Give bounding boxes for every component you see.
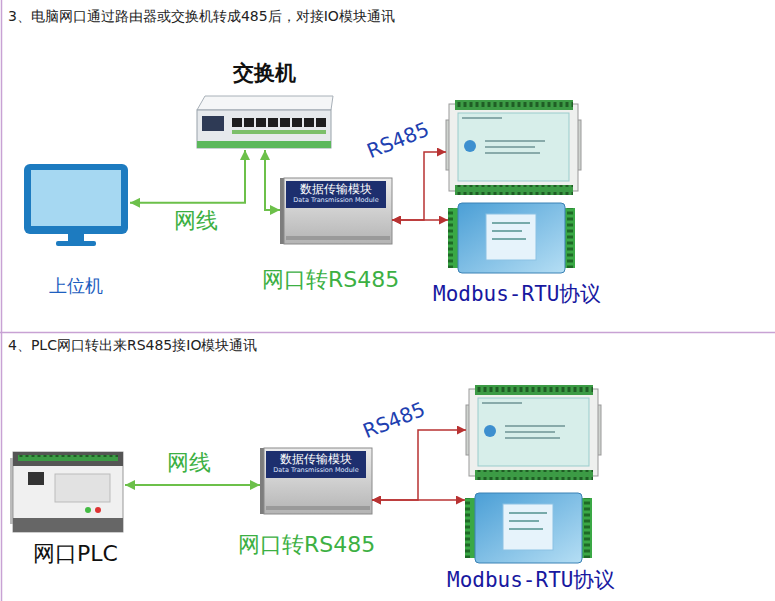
ethernet-rs485-converter: 数据传输模块Data Transmission Module网口转RS485 [280, 175, 392, 245]
converter-art [280, 178, 392, 244]
io-module-board [446, 100, 581, 195]
switch-top [197, 96, 333, 110]
device-caption: 网口转RS485 [262, 267, 399, 293]
io-housing-art [448, 203, 575, 273]
monitor-neck [68, 234, 84, 242]
plc-terminal-screws [18, 455, 118, 461]
converter-art [260, 448, 372, 514]
plc-led [95, 507, 101, 513]
connector [265, 150, 280, 210]
ethernet-rs485-converter: 数据传输模块Data Transmission Module网口转RS485 [260, 445, 372, 515]
connector [372, 499, 465, 501]
device-caption: 网口PLC [33, 541, 118, 567]
io-module-board [466, 385, 601, 480]
connector-label: 网线 [165, 450, 213, 476]
plc-ethernet-port [28, 472, 44, 485]
network-switch: 交换机 [195, 95, 333, 150]
module-sublabel: Data Transmission Module [266, 466, 366, 474]
switch-art [197, 96, 333, 148]
switch-leds [232, 130, 326, 134]
plc-led [85, 507, 91, 513]
io-board-art [446, 100, 581, 195]
section-heading: 4、PLC网口转出来RS485接IO模块通讯 [8, 337, 257, 354]
connector [372, 430, 466, 500]
connector-label: RS485 [358, 396, 431, 444]
monitor-art [24, 164, 128, 246]
connector [125, 484, 260, 486]
switch-port [280, 118, 290, 127]
switch-port [232, 118, 242, 127]
plc-terminals [13, 518, 123, 532]
device-caption: 网口转RS485 [238, 532, 375, 558]
section-heading: 3、电脑网口通过路由器或交换机转成485后，对接IO模块通讯 [8, 8, 395, 25]
switch-port [292, 118, 302, 127]
connector-label: 网线 [172, 208, 220, 234]
io-housing-art [465, 493, 592, 563]
switch-port [316, 118, 326, 127]
frame-line [1, 0, 3, 601]
monitor-frame [24, 164, 128, 234]
plc-art [10, 452, 123, 532]
plc-panel [55, 474, 110, 502]
switch-port [256, 118, 266, 127]
module-sublabel: Data Transmission Module [286, 196, 386, 204]
monitor-screen [31, 170, 121, 226]
connector [130, 150, 245, 203]
switch-front [197, 110, 331, 148]
device-caption: 交换机 [185, 60, 343, 86]
switch-stripe [197, 141, 331, 148]
connector [392, 152, 446, 220]
protocol-caption: Modbus-RTU协议 [433, 282, 601, 307]
switch-port [244, 118, 254, 127]
switch-port [304, 118, 314, 127]
device-caption: 上位机 [22, 275, 130, 297]
switch-port [268, 118, 278, 127]
io-module-housing: Modbus-RTU协议 [465, 490, 592, 565]
frame-line [0, 332, 775, 334]
io-module-housing: Modbus-RTU协议 [448, 200, 575, 275]
connector [392, 219, 448, 221]
plc-body [13, 452, 123, 532]
monitor-base [56, 241, 96, 246]
plc-terminals [13, 452, 123, 466]
module-label: 数据传输模块 [266, 452, 366, 466]
connector-label: RS485 [362, 116, 435, 164]
module-label: 数据传输模块 [286, 182, 386, 196]
fiber-port [202, 116, 224, 131]
network-plc: 网口PLC [10, 445, 125, 535]
io-board-art [466, 385, 601, 480]
host-monitor: 上位机 [22, 162, 130, 247]
protocol-caption: Modbus-RTU协议 [447, 568, 615, 593]
